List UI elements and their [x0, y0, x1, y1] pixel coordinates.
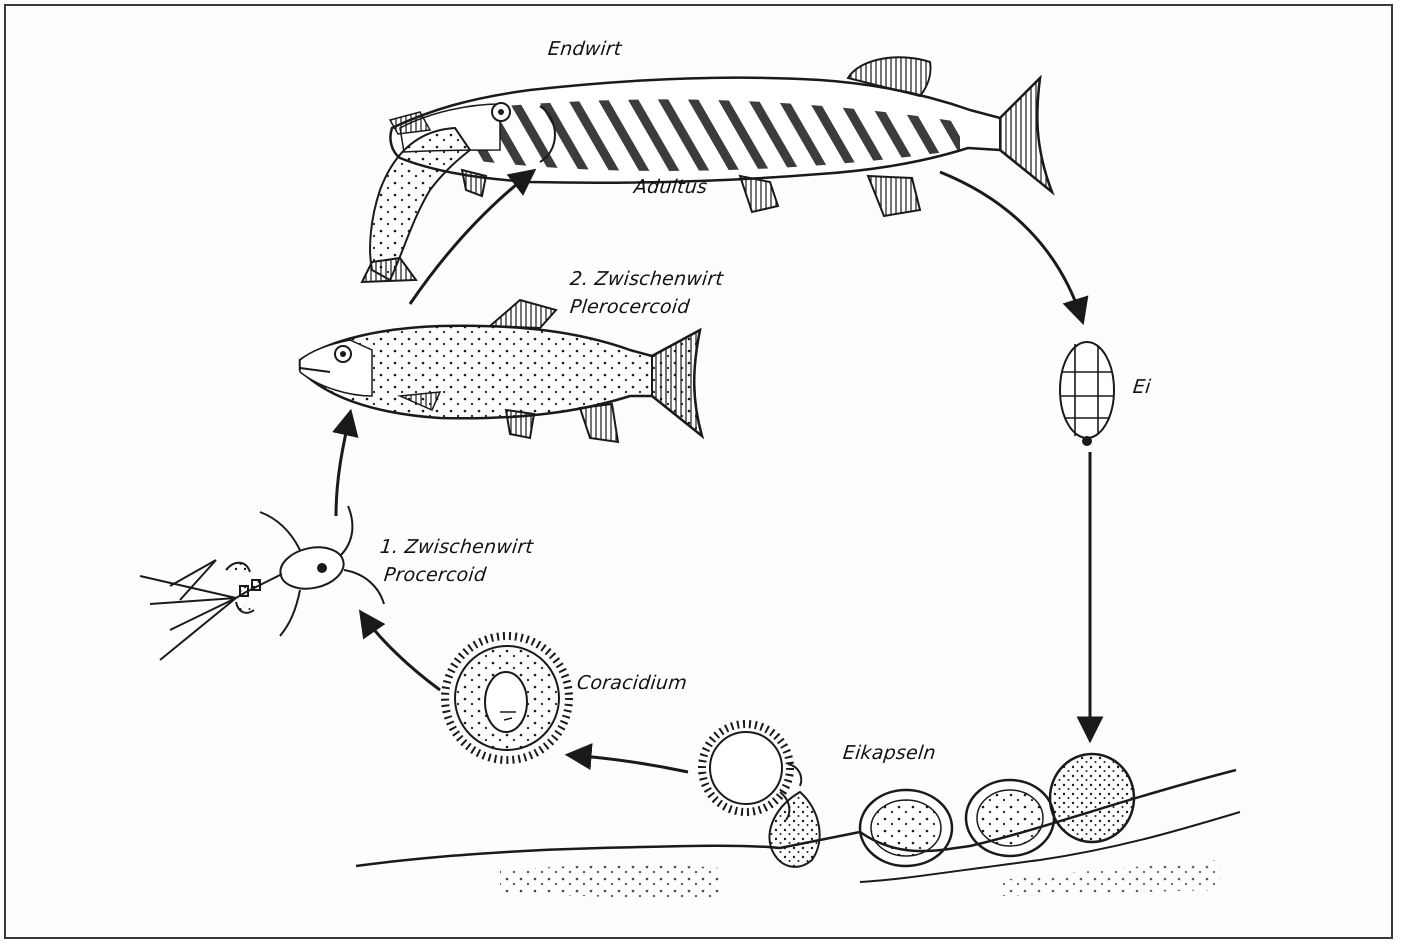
egg-illustration — [1060, 342, 1114, 445]
label-second-host-line1: 2. Zwischenwirt — [569, 266, 725, 292]
coracidium-illustration — [445, 636, 569, 760]
pike-illustration — [362, 57, 1052, 282]
copepod-illustration — [140, 506, 384, 660]
label-second-host-line2: Plerocercoid — [569, 294, 691, 320]
arrow-adult-to-egg — [940, 172, 1082, 320]
label-first-host-line2: Procercoid — [383, 562, 488, 588]
trout-illustration — [300, 300, 702, 442]
arrow-coracidium-to-copepod — [362, 614, 440, 690]
label-first-host-line1: 1. Zwischenwirt — [379, 534, 535, 560]
label-egg: Ei — [1132, 374, 1152, 400]
arrow-copepod-to-trout — [336, 414, 350, 516]
label-adult: Adultus — [633, 174, 709, 200]
label-egg-capsules: Eikapseln — [842, 740, 937, 766]
arrow-capsule-to-coracidium — [570, 755, 688, 772]
label-final-host: Endwirt — [547, 36, 623, 62]
label-coracidium: Coracidium — [576, 670, 689, 696]
